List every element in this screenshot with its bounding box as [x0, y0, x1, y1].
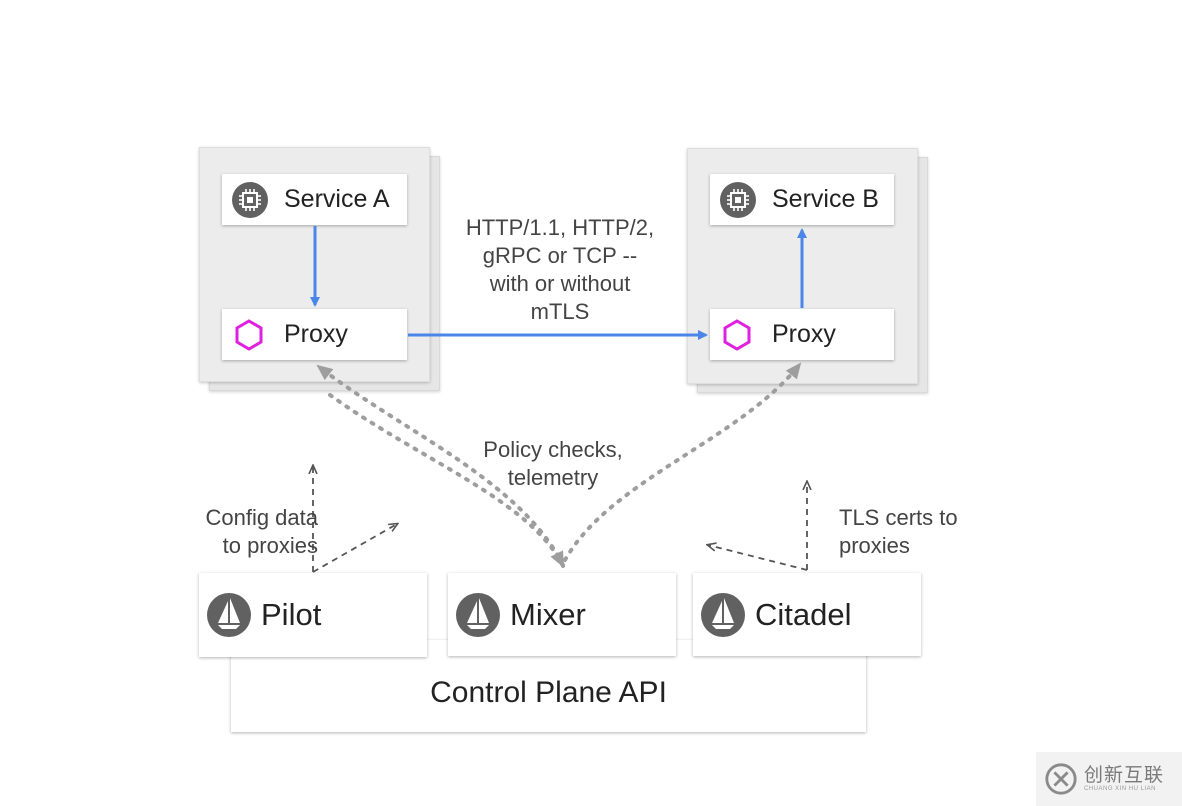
citadel-card[interactable]: Citadel — [693, 573, 921, 656]
protocol-line-3: with or without — [489, 271, 631, 296]
tls-line-2: proxies — [839, 533, 910, 558]
service-b-label: Service B — [772, 185, 879, 213]
watermark-text: 创新互联 — [1084, 765, 1165, 786]
mixer-label: Mixer — [510, 596, 586, 632]
proxy-b-card[interactable]: Proxy — [710, 309, 894, 360]
proxy-a-card[interactable]: Proxy — [222, 309, 407, 360]
config-line-2: to proxies — [222, 533, 318, 558]
watermark-subtext: CHUANG XIN HU LIAN — [1084, 786, 1157, 792]
chip-icon — [232, 181, 268, 218]
tls-line-1: TLS certs to — [839, 505, 958, 530]
proxy-b-label: Proxy — [772, 320, 836, 348]
citadel-label: Citadel — [755, 596, 852, 632]
config-note: Config data to proxies — [178, 504, 318, 560]
service-a-card[interactable]: Service A — [222, 174, 407, 225]
service-b-card[interactable]: Service B — [710, 174, 894, 225]
protocol-note: HTTP/1.1, HTTP/2, gRPC or TCP -- with or… — [440, 214, 680, 326]
policy-line-1: Policy checks, — [483, 437, 623, 462]
sail-icon — [207, 593, 251, 637]
tls-note: TLS certs to proxies — [839, 504, 999, 560]
sail-icon — [456, 592, 500, 637]
watermark: 创新互联 CHUANG XIN HU LIAN — [1036, 752, 1182, 806]
policy-line-2: telemetry — [507, 465, 599, 490]
pilot-label: Pilot — [261, 597, 322, 632]
hexagon-icon — [235, 318, 263, 351]
chip-icon — [720, 181, 756, 218]
config-line-1: Config data — [205, 505, 318, 530]
pilot-card[interactable]: Pilot — [199, 573, 427, 657]
policy-note: Policy checks, telemetry — [463, 436, 643, 492]
proxy-a-label: Proxy — [284, 320, 348, 348]
service-a-label: Service A — [284, 185, 390, 213]
protocol-line-2: gRPC or TCP -- — [482, 243, 638, 268]
hexagon-icon — [723, 318, 751, 351]
protocol-line-1: HTTP/1.1, HTTP/2, — [465, 215, 655, 240]
protocol-line-4: mTLS — [530, 299, 590, 324]
logo-icon — [1045, 763, 1077, 795]
dashed-arrow-citadel-diagonal — [708, 545, 808, 571]
dashed-arrow-pilot-diagonal — [312, 524, 397, 573]
sail-icon — [701, 592, 745, 637]
mixer-card[interactable]: Mixer — [448, 573, 676, 656]
control-plane-api-label: Control Plane API — [430, 676, 667, 709]
